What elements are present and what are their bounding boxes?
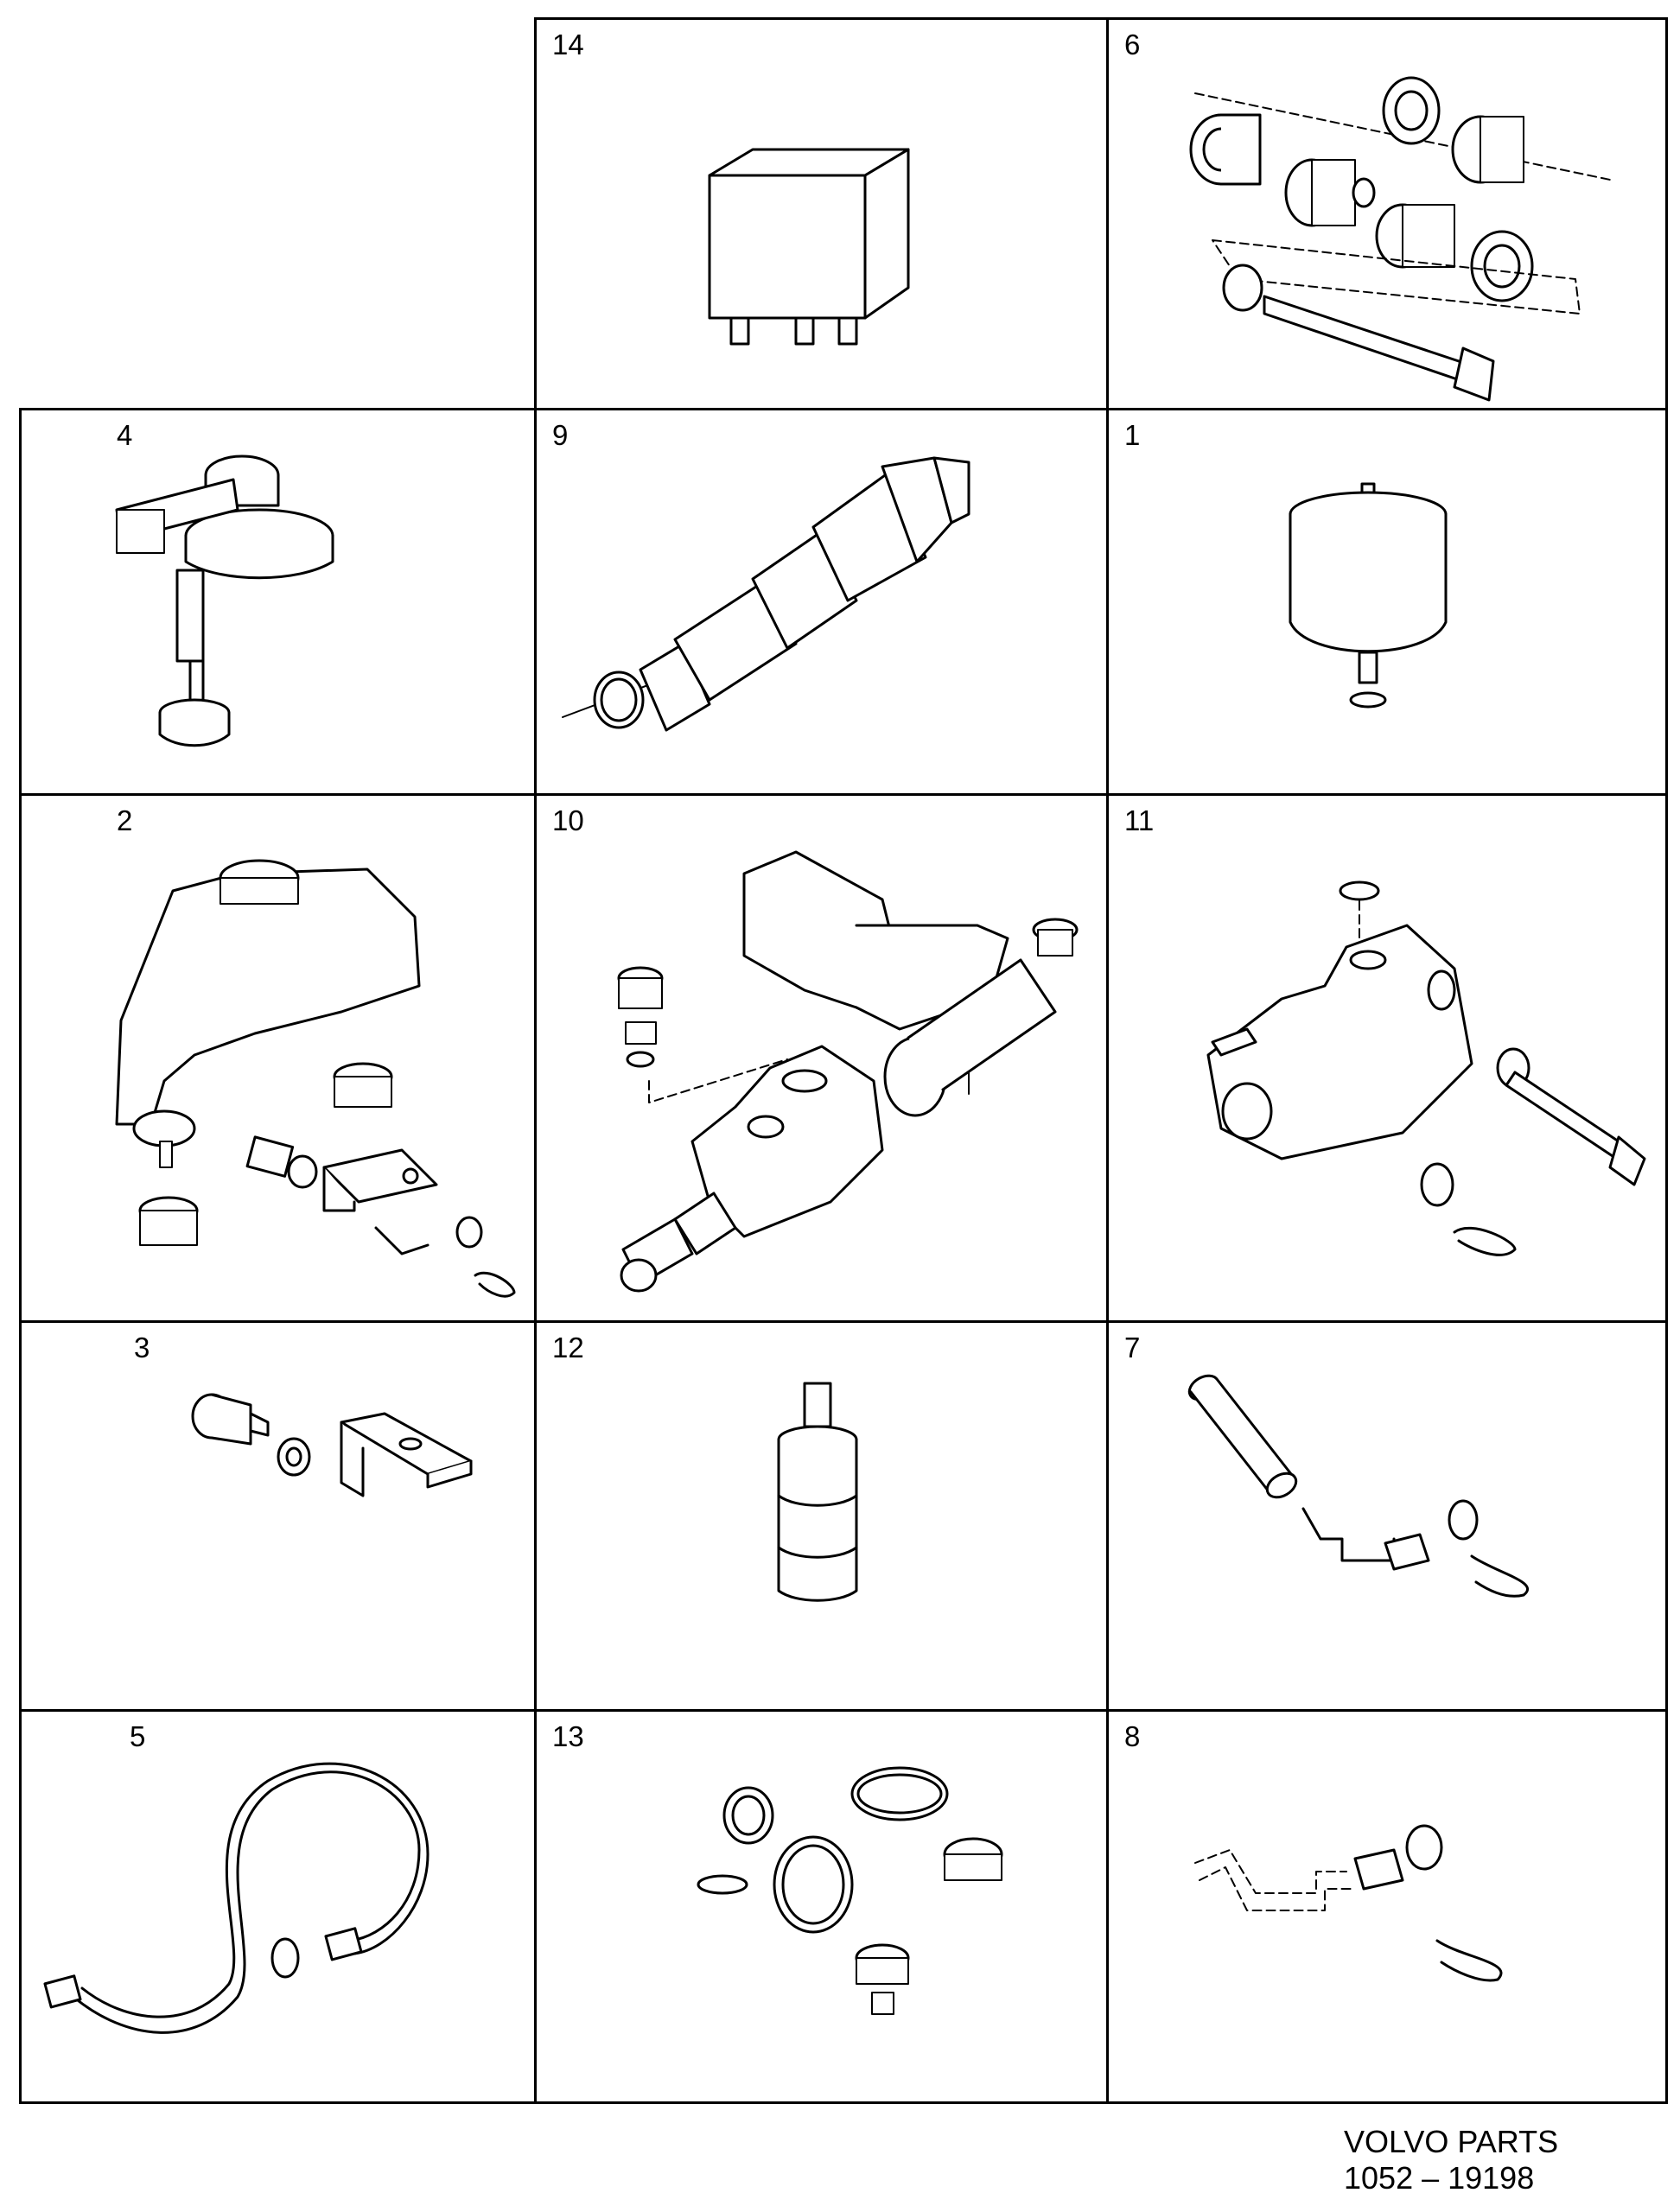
cell-13: 13 bbox=[537, 1712, 1106, 2101]
fluid-reservoir-icon bbox=[115, 859, 516, 1298]
level-sensor-icon bbox=[115, 454, 334, 747]
footer-brand: VOLVO PARTS bbox=[1344, 2124, 1559, 2159]
cell-label: 14 bbox=[552, 29, 584, 60]
cell-label: 9 bbox=[552, 419, 569, 451]
cell-8: 8 bbox=[1109, 1712, 1665, 2101]
cell-label: 7 bbox=[1124, 1332, 1141, 1363]
cell-label: 10 bbox=[552, 804, 584, 836]
cell-label: 4 bbox=[117, 419, 133, 451]
cell-label: 2 bbox=[117, 804, 133, 836]
pressure-switch-icon bbox=[562, 456, 970, 732]
cell-5: 5 bbox=[22, 1712, 534, 2101]
seal-kit-icon bbox=[697, 1766, 1003, 2015]
valve-assembly-icon bbox=[1206, 880, 1646, 1256]
cell-label: 8 bbox=[1124, 1720, 1141, 1752]
grid-row2-divider bbox=[19, 793, 1668, 796]
connector-clip-icon bbox=[1194, 1824, 1503, 1982]
cell-label: 13 bbox=[552, 1720, 584, 1752]
cell-label: 5 bbox=[130, 1720, 146, 1752]
grid-left-border bbox=[19, 408, 22, 2104]
cell-12: 12 bbox=[537, 1323, 1106, 1709]
grid-right-border bbox=[1665, 17, 1668, 2104]
cell-4: 4 bbox=[22, 410, 534, 793]
footer-caption: VOLVO PARTS 1052 – 19198 bbox=[1344, 2124, 1558, 2196]
cell-2: 2 bbox=[22, 796, 534, 1320]
cell-label: 6 bbox=[1124, 29, 1141, 60]
hose-connector-icon bbox=[1187, 1374, 1530, 1598]
grid-row4-divider bbox=[19, 1709, 1668, 1712]
cell-9: 9 bbox=[537, 410, 1106, 793]
grid-col1-divider bbox=[534, 17, 537, 2104]
cell-6: 6 bbox=[1109, 20, 1665, 408]
grid-bottom-border bbox=[19, 2101, 1668, 2104]
cell-label: 12 bbox=[552, 1332, 584, 1363]
cell-10: 10 bbox=[537, 796, 1106, 1320]
accumulator-icon bbox=[1289, 482, 1448, 709]
cell-14: 14 bbox=[537, 20, 1106, 408]
bracket-kit-icon bbox=[191, 1393, 473, 1497]
cell-label: 3 bbox=[134, 1332, 150, 1363]
grid-top-border bbox=[534, 17, 1668, 20]
hydraulic-unit-icon bbox=[617, 850, 1079, 1293]
bushing-set-icon bbox=[1189, 76, 1611, 402]
brake-pipe-icon bbox=[43, 1762, 430, 2034]
relay-icon bbox=[708, 148, 910, 346]
cell-1: 1 bbox=[1109, 410, 1665, 793]
grid-row1-divider bbox=[19, 408, 1668, 410]
cell-label: 1 bbox=[1124, 419, 1141, 451]
cell-7: 7 bbox=[1109, 1323, 1665, 1709]
grid-row3-divider bbox=[19, 1320, 1668, 1323]
cell-11: 11 bbox=[1109, 796, 1665, 1320]
grid-col2-divider bbox=[1106, 17, 1109, 2104]
footer-reference: 1052 – 19198 bbox=[1344, 2160, 1535, 2196]
cell-3: 3 bbox=[22, 1323, 534, 1709]
pressure-sensor-icon bbox=[777, 1382, 858, 1602]
cell-label: 11 bbox=[1124, 804, 1155, 836]
